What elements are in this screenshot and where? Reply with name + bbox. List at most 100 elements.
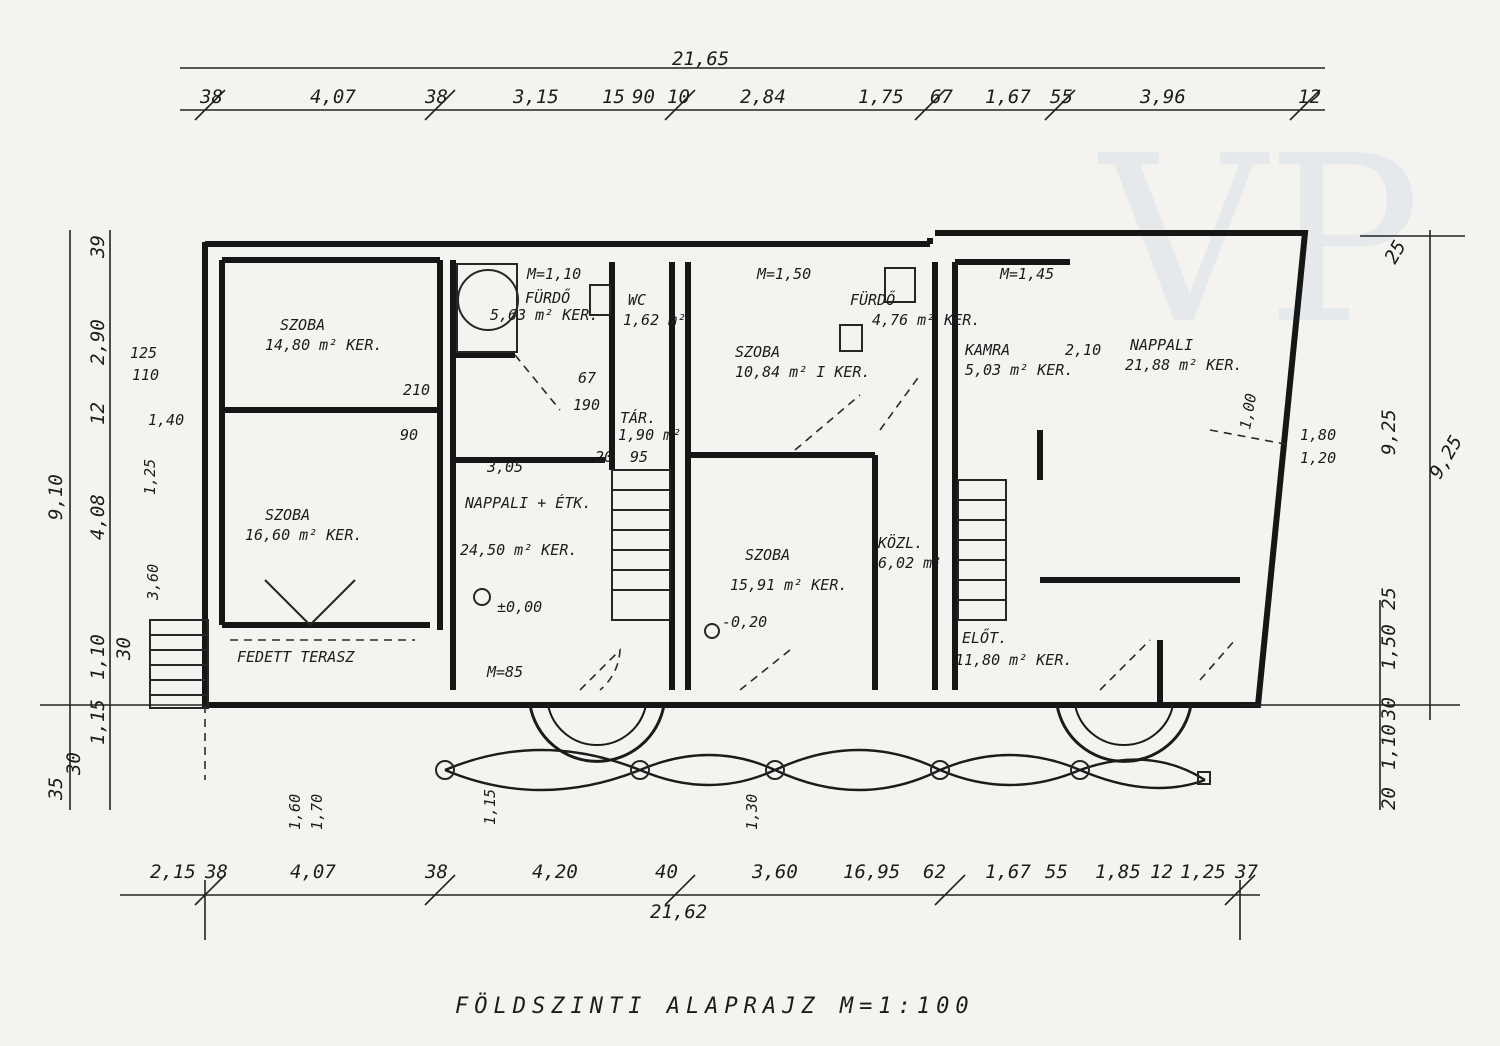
dim-label: 4,08: [87, 494, 109, 540]
dim-label: 3,05: [486, 458, 523, 476]
dim-label: 12: [1150, 861, 1173, 883]
dim-label: 2,10: [1065, 341, 1101, 359]
room-name: SZOBA: [265, 506, 310, 524]
door-marker: M=1,45: [999, 265, 1054, 283]
room-name: WC: [628, 291, 646, 309]
stairs-left: [149, 619, 209, 709]
dim-label: 2,15: [150, 861, 196, 883]
room-area: 5,63 m² KER.: [490, 306, 598, 324]
top-dimensions: 21,65 38 4,07 38 3,15 15 90 10 2,84 1,75…: [199, 48, 1321, 108]
dim-label: 4,20: [532, 861, 578, 883]
room-area: 24,50 m² KER.: [460, 541, 577, 559]
window-marker: M=1,50: [756, 265, 811, 283]
dim-label: 39: [87, 235, 109, 259]
dim-label: 4,07: [310, 86, 356, 108]
dim-label: 95: [630, 448, 648, 466]
dim-label: 1,67: [985, 861, 1031, 883]
dim-label: 38: [204, 861, 228, 883]
dim-label: 3,60: [144, 564, 162, 601]
door-swings: [514, 354, 1291, 691]
dim-label: 25: [1378, 587, 1400, 610]
dim-label: 9,25: [1378, 409, 1400, 455]
dim-label: 37: [1234, 861, 1258, 883]
dim-label: 125: [130, 344, 157, 362]
room-area: 14,80 m² KER.: [265, 336, 382, 354]
dim-label: 90: [632, 86, 655, 108]
dim-label: 3,96: [1139, 86, 1186, 108]
dim-label: 3,15: [512, 86, 559, 108]
bottom-dimensions: 21,62 2,15 38 4,07 38 4,20 40 3,60 16,95…: [150, 861, 1258, 923]
room-name: SZOBA: [745, 546, 790, 564]
dim-label: 62: [923, 861, 946, 883]
dim-label: 67: [930, 86, 953, 108]
dim-label: 55: [1050, 86, 1073, 108]
left-dimensions: 39 2,90 12 4,08 9,10 1,10 30 1,15 30 35: [45, 235, 135, 801]
dim-label: 1,80: [1300, 426, 1336, 444]
dim-label: 15: [602, 86, 625, 108]
dim-label: 190: [573, 396, 600, 414]
dim-label: 3,60: [751, 861, 798, 883]
room-area: 1,90 m²: [618, 426, 681, 444]
elevation-marker: ±0,00: [497, 598, 542, 616]
dim-label: 12: [87, 402, 109, 425]
room-name: FEDETT TERASZ: [237, 648, 355, 666]
dim-label: 38: [424, 861, 448, 883]
dim-label: 16,95: [843, 861, 900, 883]
dim-label: 1,00: [1236, 392, 1260, 431]
dim-label: 30: [1378, 697, 1400, 721]
dim-label: 1,10: [87, 634, 109, 680]
dim-label: 2,90: [87, 319, 109, 365]
curved-terrace-edge: [435, 748, 1211, 792]
dim-label: 1,70: [308, 794, 326, 830]
dim-label: 1,25: [1180, 861, 1226, 883]
dim-label: 40: [655, 861, 678, 883]
elevation-marker: -0,20: [722, 613, 767, 631]
room-area: 1,62 m²: [623, 311, 686, 329]
dim-label: 38: [424, 86, 448, 108]
dim-label: 1,50: [1378, 624, 1400, 670]
dim-label: 1,15: [481, 789, 499, 825]
dim-label: 1,10: [1378, 724, 1400, 770]
room-area: 10,84 m² I KER.: [735, 363, 870, 381]
dim-label: 90: [400, 426, 418, 444]
door-marker: M=85: [486, 663, 523, 681]
dim-label: 1,75: [858, 86, 904, 108]
bottom-total-dim: 21,62: [650, 901, 707, 923]
dim-label: 10: [667, 86, 690, 108]
dim-label: 38: [199, 86, 223, 108]
stairs-right: [957, 479, 1007, 621]
room-name: KAMRA: [964, 341, 1010, 359]
drawing-title: FÖLDSZINTI ALAPRAJZ M=1:100: [455, 993, 975, 1019]
room-area: 16,60 m² KER.: [245, 526, 362, 544]
dim-label: 30: [63, 752, 85, 776]
dim-label: 20: [1378, 787, 1400, 810]
dim-label: 30: [113, 637, 135, 661]
dim-label: 210: [403, 381, 430, 399]
room-name: FÜRDŐ: [525, 287, 571, 307]
watermark: VP: [1097, 108, 1421, 375]
room-area: 11,80 m² KER.: [955, 651, 1072, 669]
dim-label: 67: [578, 369, 596, 387]
dim-label: 110: [132, 366, 159, 384]
terrace-lines: [204, 579, 415, 780]
dim-label: 1,60: [286, 794, 304, 830]
dim-label: 55: [1045, 861, 1068, 883]
dim-label: 35: [45, 777, 67, 801]
room-name: ELŐT.: [962, 627, 1007, 647]
room-name: FÜRDŐ: [850, 289, 896, 309]
dim-label: 1,85: [1095, 861, 1141, 883]
dim-label: 2,84: [740, 86, 786, 108]
dim-label: 9,10: [45, 474, 67, 520]
room-name: SZOBA: [280, 316, 325, 334]
window-marker: M=1,10: [526, 265, 581, 283]
top-total-dim: 21,65: [672, 48, 729, 70]
room-area: 21,88 m² KER.: [1125, 356, 1242, 374]
dim-label: 1,30: [743, 794, 761, 830]
room-area: 5,03 m² KER.: [965, 361, 1073, 379]
room-area: 4,76 m² KER.: [872, 311, 980, 329]
interior-walls: [219, 257, 1240, 705]
entrance-arches: [528, 704, 1193, 763]
room-area: 15,91 m² KER.: [730, 576, 847, 594]
room-name: SZOBA: [735, 343, 780, 361]
